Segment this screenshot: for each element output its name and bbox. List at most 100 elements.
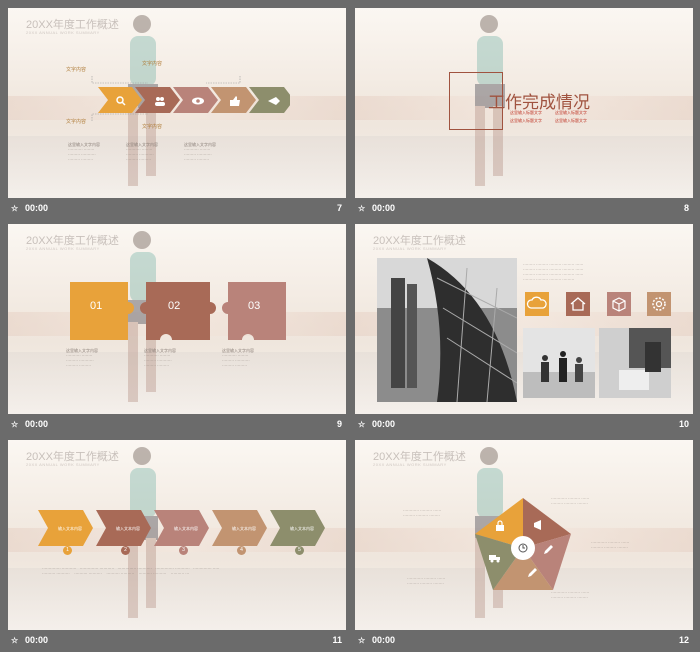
slide-footer: ☆ 00:00 9 <box>8 414 346 436</box>
slide-footer: ☆ 00:00 12 <box>355 630 693 652</box>
step-number: 3 <box>179 546 188 555</box>
rocket-icon <box>268 97 280 105</box>
slide-number: 7 <box>336 203 342 213</box>
transition-icon[interactable]: ☆ <box>11 420 19 429</box>
body-text: ········· ········· ········· ········· … <box>523 262 584 282</box>
slide-heading: 工作完成情况 <box>488 93 590 112</box>
slide-subtitle: 20XX ANNUAL WORK SUMMARY <box>373 462 447 467</box>
gear-icon <box>652 297 666 311</box>
transition-icon[interactable]: ☆ <box>11 636 19 645</box>
slide-thumbnail-12[interactable]: 20XX年度工作概述 20XX ANNUAL WORK SUMMARY ····… <box>355 440 693 652</box>
slide-subtitle: 20XX ANNUAL WORK SUMMARY <box>26 30 100 35</box>
arrow-label: 输入文本内容 <box>174 526 198 531</box>
step-number: 1 <box>63 546 72 555</box>
list-item: 这里输入标题文字 <box>510 118 542 123</box>
puzzle-pieces <box>70 282 286 340</box>
list-item: 这里输入标题文字 <box>555 118 587 123</box>
slide-thumbnail-7[interactable]: 20XX年度工作概述 20XX ANNUAL WORK SUMMARY 文字内容… <box>8 8 346 220</box>
slide-thumbnail-11[interactable]: 20XX年度工作概述 20XX ANNUAL WORK SUMMARY 输入文本… <box>8 440 346 652</box>
arrow-steps <box>38 510 325 546</box>
slide-timing: 00:00 <box>25 419 49 429</box>
icon-tile[interactable] <box>566 292 590 316</box>
text-label: 文字内容 <box>66 119 87 125</box>
arrow-label: 输入文本内容 <box>232 526 256 531</box>
icon-tile[interactable] <box>525 292 549 316</box>
thumbs-up-icon <box>230 96 240 106</box>
pencil-icon <box>528 568 537 577</box>
slide-number: 10 <box>678 419 689 429</box>
transition-icon[interactable]: ☆ <box>358 636 366 645</box>
step-number: 5 <box>295 546 304 555</box>
eye-icon <box>192 97 204 105</box>
office-photo <box>599 328 671 398</box>
slide-number: 8 <box>683 203 689 213</box>
step-number: 4 <box>237 546 246 555</box>
truck-icon <box>489 555 500 563</box>
pencil-icon <box>544 545 553 554</box>
slide-canvas: 20XX年度工作概述 20XX ANNUAL WORK SUMMARY 文字内容… <box>8 8 346 198</box>
slide-canvas: 20XX年度工作概述 20XX ANNUAL WORK SUMMARY ····… <box>355 440 693 630</box>
text-label: 文字内容 <box>66 67 87 73</box>
users-icon <box>155 97 165 106</box>
transition-icon[interactable]: ☆ <box>358 204 366 213</box>
runner-background-image <box>475 15 505 186</box>
megaphone-icon <box>534 520 541 530</box>
slide-canvas: 20XX年度工作概述 20XX ANNUAL WORK SUMMARY 输入文本… <box>8 440 346 630</box>
slide-title: 20XX年度工作概述 <box>26 235 119 247</box>
transition-icon[interactable]: ☆ <box>11 204 19 213</box>
arrow-flow <box>91 76 290 121</box>
text-label: 文字内容 <box>142 124 163 130</box>
callout-text: ············ ········· ··············· ·… <box>551 496 590 506</box>
slide-number: 11 <box>332 635 342 645</box>
caption: 这里输入文字内容··········· ················· ··… <box>144 348 176 368</box>
arrow-label: 输入文本内容 <box>116 526 140 531</box>
list-item: 这里输入标题文字 <box>510 110 542 115</box>
callout-text: ············ ········· ··············· ·… <box>591 540 630 550</box>
slide-footer: ☆ 00:00 11 <box>8 630 346 652</box>
list-item: 这里输入标题文字 <box>555 110 587 115</box>
callout-text: ············ ········· ··············· ·… <box>551 590 590 600</box>
slide-thumbnail-8[interactable]: 工作完成情况 这里输入标题文字 这里输入标题文字 这里输入标题文字 这里输入标题… <box>355 8 693 220</box>
step-number: 2 <box>121 546 130 555</box>
slide-timing: 00:00 <box>372 203 396 213</box>
slide-subtitle: 20XX ANNUAL WORK SUMMARY <box>26 462 100 467</box>
arrow-label: 输入文本内容 <box>58 526 82 531</box>
piece-number: 02 <box>168 300 181 312</box>
meeting-photo <box>523 328 595 398</box>
icon-tile[interactable] <box>607 292 631 316</box>
slide-title: 20XX年度工作概述 <box>373 235 466 247</box>
search-icon <box>116 96 126 106</box>
building-photo <box>377 258 517 402</box>
piece-number: 01 <box>90 300 103 312</box>
home-icon <box>570 297 586 311</box>
slide-subtitle: 20XX ANNUAL WORK SUMMARY <box>373 246 447 251</box>
slide-thumbnail-10[interactable]: 20XX年度工作概述 20XX ANNUAL WORK SUMMARY ····… <box>355 224 693 436</box>
callout-text: ············ ········· ··············· ·… <box>407 576 446 586</box>
slide-timing: 00:00 <box>25 635 49 645</box>
slide-thumbnail-9[interactable]: 20XX年度工作概述 20XX ANNUAL WORK SUMMARY 01 0… <box>8 224 346 436</box>
slide-number: 12 <box>678 635 689 645</box>
slide-footer: ☆ 00:00 8 <box>355 198 693 220</box>
text-label: 文字内容 <box>142 61 163 67</box>
slide-timing: 00:00 <box>372 635 396 645</box>
arrow-label: 输入文本内容 <box>290 526 314 531</box>
pentagon-diagram <box>475 498 571 590</box>
slide-canvas: 20XX年度工作概述 20XX ANNUAL WORK SUMMARY ····… <box>355 224 693 414</box>
callout-text: ············ ········· ··············· ·… <box>403 508 442 518</box>
slide-timing: 00:00 <box>372 419 396 429</box>
clock-icon <box>518 543 528 553</box>
transition-icon[interactable]: ☆ <box>358 420 366 429</box>
slide-title: 20XX年度工作概述 <box>26 451 119 463</box>
slide-footer: ☆ 00:00 10 <box>355 414 693 436</box>
icon-tile[interactable] <box>647 292 671 316</box>
slide-title: 20XX年度工作概述 <box>26 19 119 31</box>
slide-footer: ☆ 00:00 7 <box>8 198 346 220</box>
heading-frame <box>449 72 503 130</box>
slide-canvas: 20XX年度工作概述 20XX ANNUAL WORK SUMMARY 01 0… <box>8 224 346 414</box>
slide-number: 9 <box>336 419 342 429</box>
step-descriptions: ·············· ··········· ·············… <box>42 566 220 576</box>
caption: 这里输入文字内容··········· ················· ··… <box>184 142 216 162</box>
slide-canvas: 工作完成情况 这里输入标题文字 这里输入标题文字 这里输入标题文字 这里输入标题… <box>355 8 693 198</box>
slide-subtitle: 20XX ANNUAL WORK SUMMARY <box>26 246 100 251</box>
